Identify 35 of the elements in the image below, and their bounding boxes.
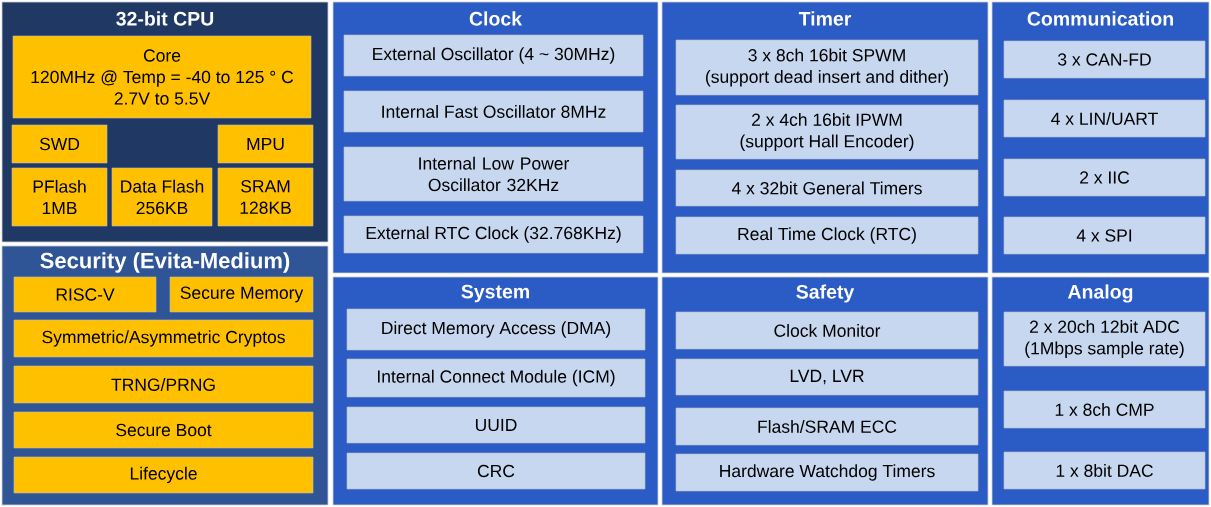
feature-box: Hardware Watchdog Timers — [675, 453, 979, 492]
feature-box: Internal Fast Oscillator 8MHz — [343, 90, 644, 133]
feature-box: Internal Low Power Oscillator 32KHz — [343, 146, 644, 202]
feature-box: External Oscillator (4 ~ 30MHz) — [343, 34, 644, 77]
feature-box: Secure Memory — [169, 276, 314, 313]
feature-box: Real Time Clock (RTC) — [675, 216, 979, 255]
feature-box: 2 x IIC — [1003, 158, 1206, 197]
feature-box: 3 x CAN-FD — [1003, 40, 1206, 79]
feature-box: 2 x 4ch 16bit IPWM (support Hall Encoder) — [675, 104, 979, 160]
feature-box: RISC-V — [13, 276, 157, 313]
feature-box: Direct Memory Access (DMA) — [346, 308, 646, 351]
feature-box: Secure Boot — [13, 411, 314, 449]
feature-box: 3 x 8ch 16bit SPWM (support dead insert and dither) — [675, 39, 979, 96]
feature-box: LVD, LVR — [675, 358, 979, 396]
feature-box: 4 x 32bit General Timers — [675, 169, 979, 207]
feature-box: TRNG/PRNG — [13, 365, 314, 404]
feature-box: External RTC Clock (32.768KHz) — [343, 215, 644, 254]
feature-box: 2 x 20ch 12bit ADC (1Mbps sample rate) — [1003, 311, 1206, 367]
feature-box: Clock Monitor — [675, 311, 979, 350]
feature-box: Data Flash 256KB — [111, 167, 213, 227]
feature-box: Symmetric/Asymmetric Cryptos — [13, 319, 314, 358]
feature-box: UUID — [346, 406, 646, 444]
feature-box: SRAM 128KB — [217, 167, 314, 227]
feature-box: Internal Connect Module (ICM) — [346, 358, 646, 398]
feature-box: PFlash 1MB — [11, 167, 108, 227]
feature-box: 4 x SPI — [1003, 216, 1206, 255]
feature-box: MPU — [217, 124, 314, 164]
feature-box: 1 x 8bit DAC — [1003, 451, 1206, 490]
feature-box: CRC — [346, 452, 646, 490]
feature-box: Flash/SRAM ECC — [675, 407, 979, 446]
feature-box: Core 120MHz @ Temp = -40 to 125 ° C 2.7V to 5.5V — [12, 35, 312, 119]
feature-box: SWD — [11, 124, 108, 164]
feature-box: 1 x 8ch CMP — [1003, 390, 1206, 429]
feature-box: Lifecycle — [13, 456, 314, 494]
feature-box: 4 x LIN/UART — [1003, 99, 1206, 138]
